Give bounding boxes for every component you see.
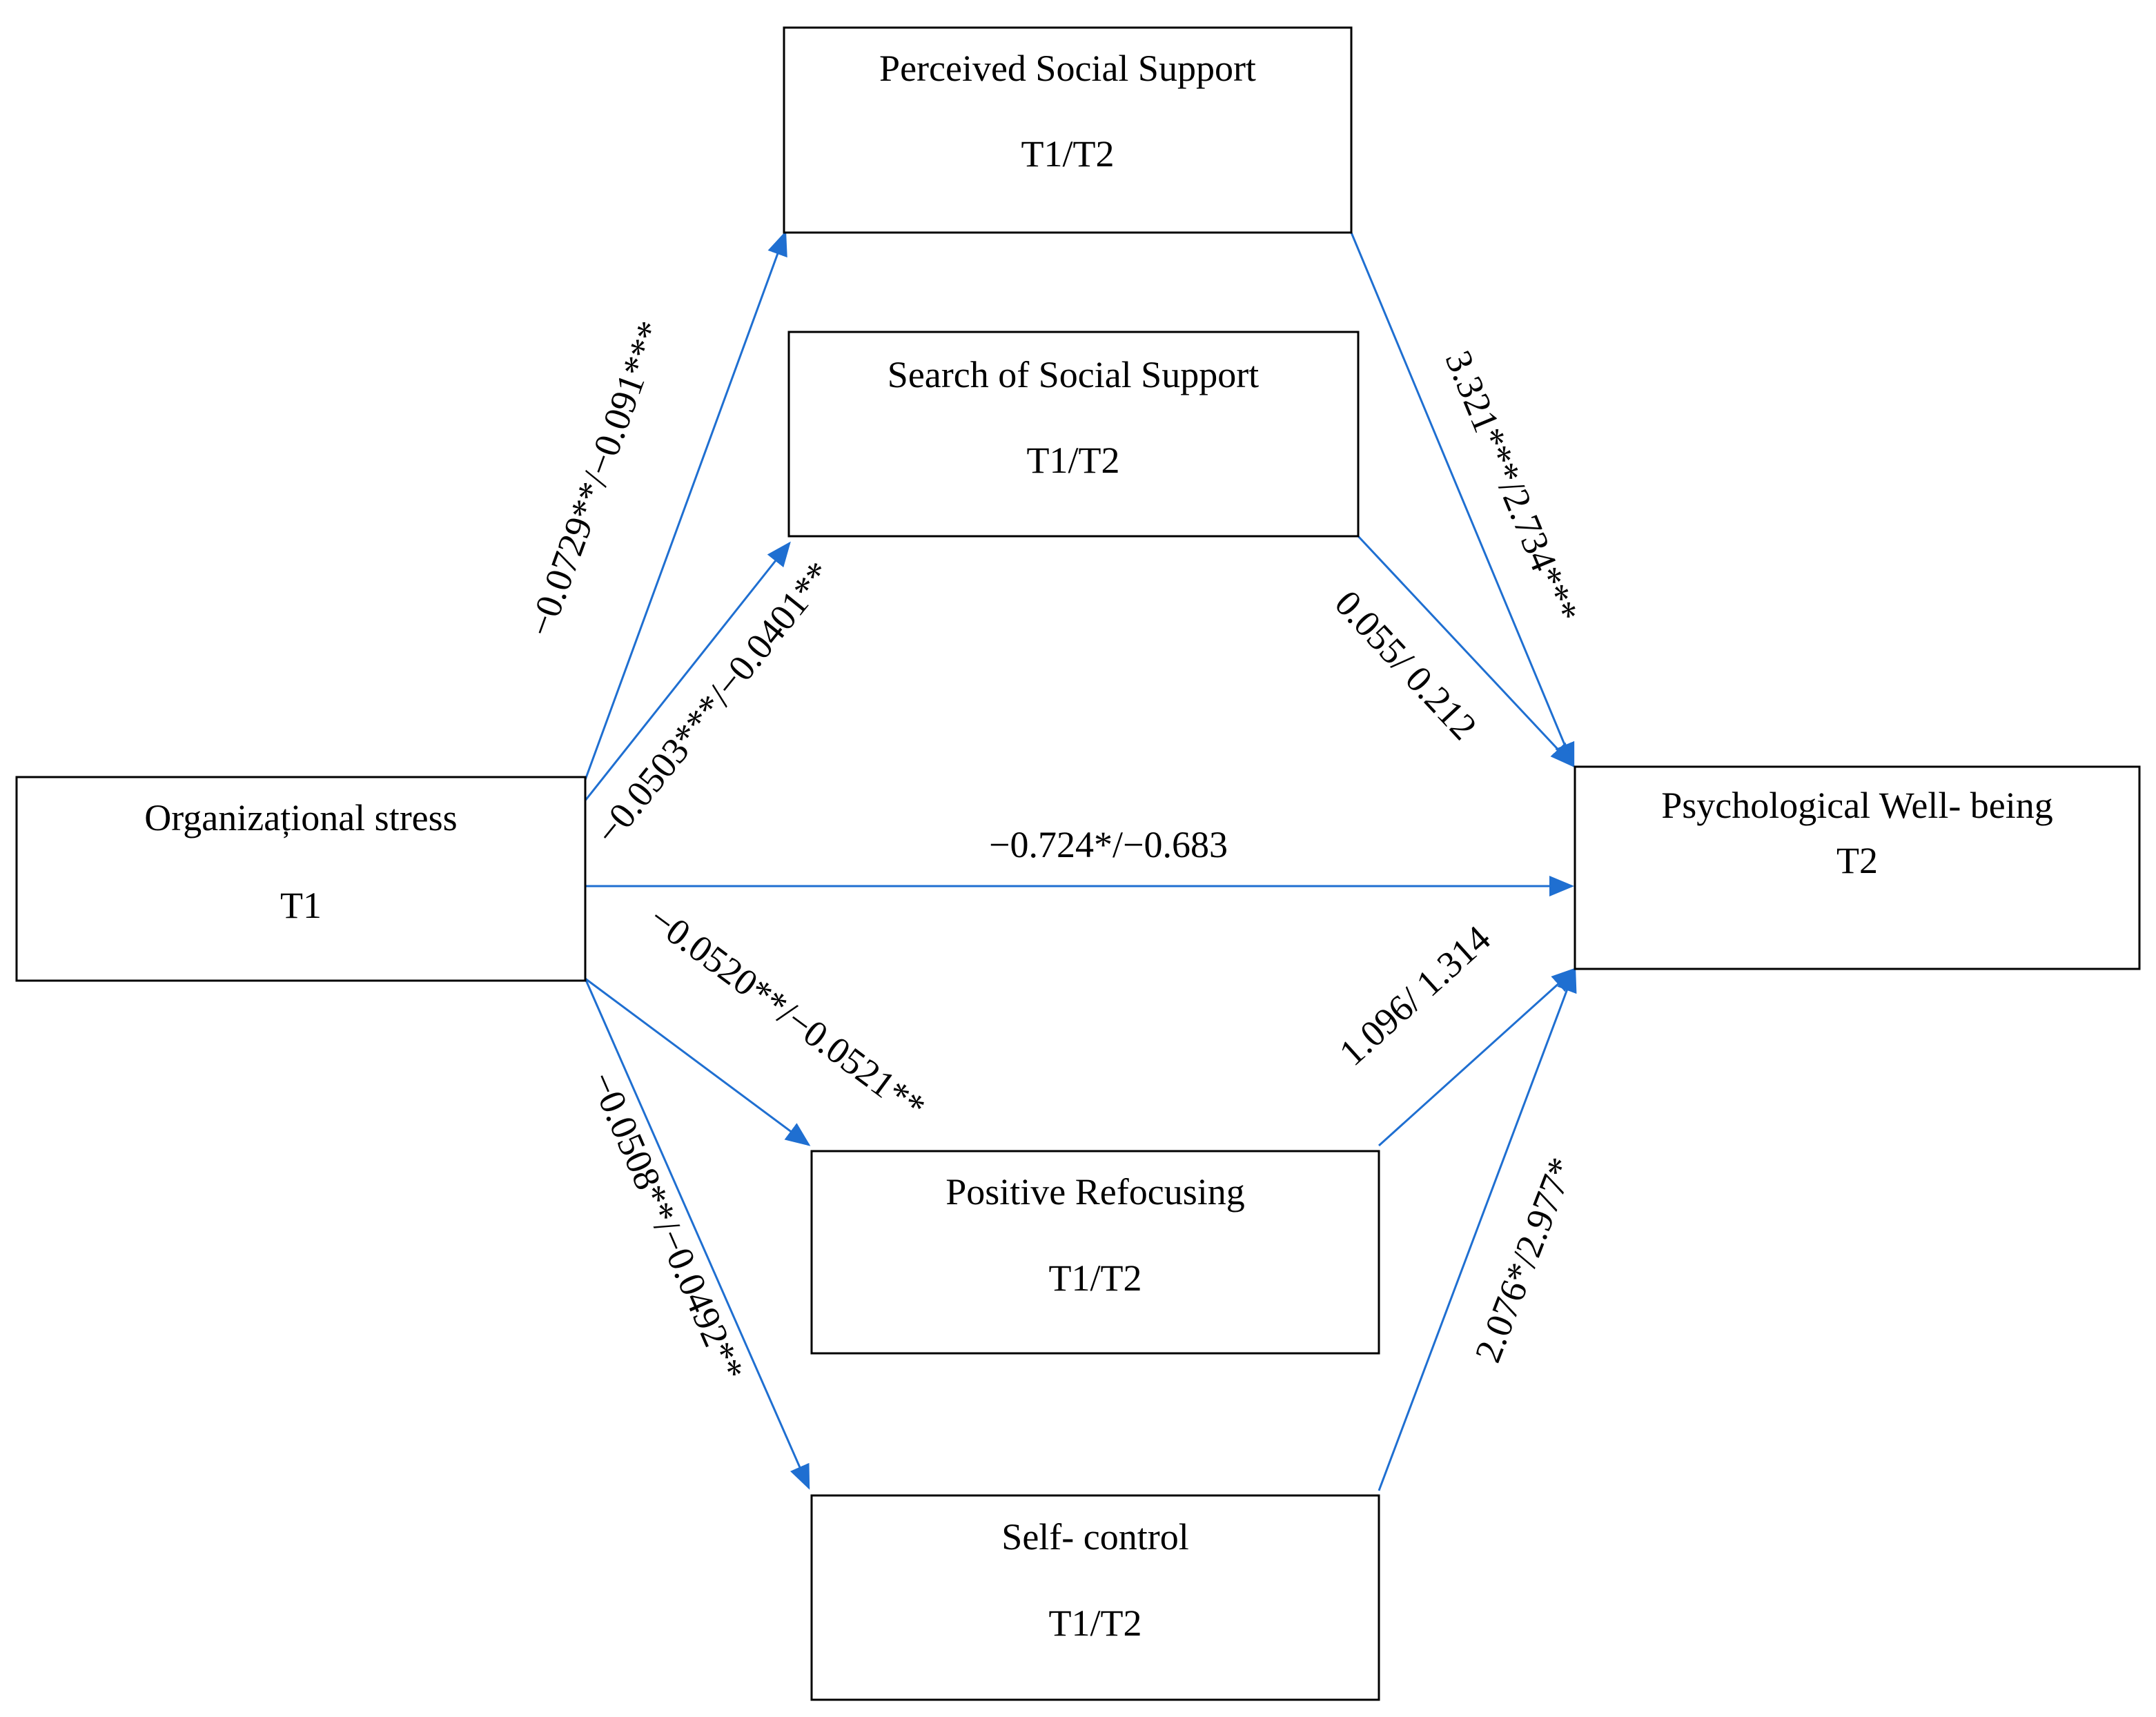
coef-refocusing-to-wellbeing: 1.096/ 1.314: [1331, 917, 1498, 1073]
node-timepoint: T1: [280, 885, 322, 926]
coef-selfcontrol-to-wellbeing: 2.076*/2.977*: [1467, 1152, 1582, 1368]
arrow-stress-to-refocusing: [585, 977, 811, 1146]
node-title: Psychological Well- being: [1661, 785, 2053, 826]
node-perceived-social-support: Perceived Social Support T1/T2: [783, 26, 1353, 234]
coef-stress-to-selfcontrol: −0.0508**/−0.0492**: [582, 1066, 752, 1386]
node-psychological-well-being: Psychological Well- being T2: [1574, 765, 2141, 970]
node-timepoint: T1/T2: [1049, 1602, 1142, 1644]
node-timepoint: T1/T2: [1021, 133, 1115, 175]
arrow-refocusing-to-wellbeing: [1378, 967, 1577, 1147]
arrow-stress-to-search-support: [584, 541, 791, 801]
node-positive-refocusing: Positive Refocusing T1/T2: [810, 1150, 1380, 1355]
node-self-control: Self- control T1/T2: [810, 1494, 1380, 1701]
arrow-stress-to-selfcontrol: [584, 978, 810, 1490]
coef-search-to-wellbeing: 0.055/ 0.212: [1327, 582, 1485, 747]
coef-stress-to-wellbeing: −0.724*/−0.683: [989, 824, 1228, 865]
node-timepoint: T1/T2: [1049, 1257, 1142, 1299]
node-timepoint: T2: [1836, 840, 1878, 881]
coef-perceived-to-wellbeing: 3.321***/2.734***: [1438, 345, 1587, 629]
node-title: Search of Social Support: [888, 354, 1259, 395]
node-title: Organizațional stress: [144, 797, 457, 838]
arrow-selfcontrol-to-wellbeing: [1378, 967, 1577, 1491]
path-arrows: [584, 230, 1577, 1491]
coef-stress-to-refocusing: −0.0520**/−0.0521**: [642, 897, 933, 1128]
node-title: Perceived Social Support: [879, 48, 1256, 89]
node-search-social-support: Search of Social Support T1/T2: [787, 331, 1360, 538]
node-timepoint: T1/T2: [1027, 440, 1120, 481]
coef-stress-to-perceived: −0.0729**/−0.091***: [520, 316, 672, 642]
arrow-search-support-to-wellbeing: [1357, 535, 1576, 768]
coef-stress-to-search: −0.0503***/−0.0401**: [587, 553, 840, 852]
node-title: Self- control: [1001, 1516, 1188, 1558]
arrow-stress-to-perceived-support: [584, 230, 787, 781]
node-title: Positive Refocusing: [945, 1171, 1244, 1213]
node-organizational-stress: Organizațional stress T1: [15, 776, 587, 982]
arrow-perceived-support-to-wellbeing: [1350, 232, 1575, 768]
